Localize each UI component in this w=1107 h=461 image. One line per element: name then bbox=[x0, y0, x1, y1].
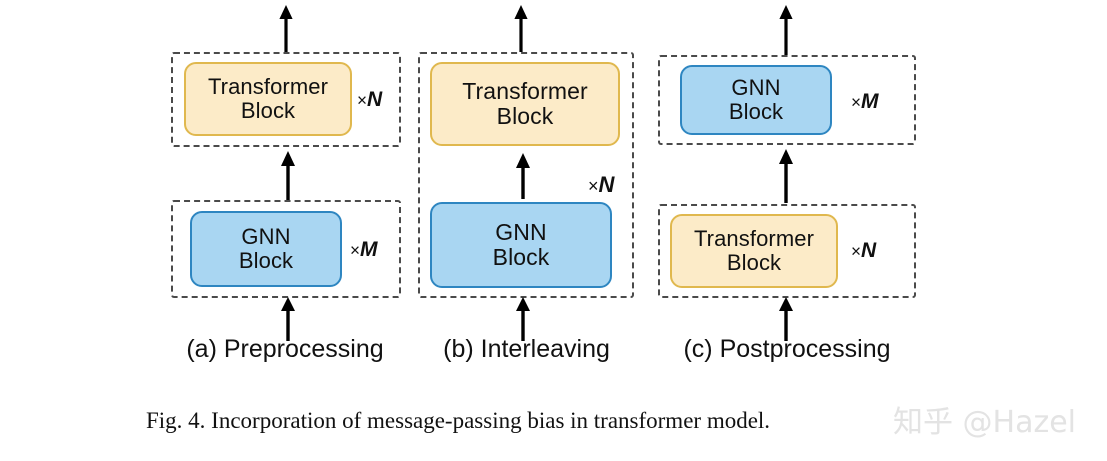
caption-postprocessing: (c) Postprocessing bbox=[683, 335, 891, 363]
block-label-line2: Block bbox=[238, 248, 294, 273]
input-arrow-a bbox=[281, 297, 295, 341]
block-transformer-a: Transformer Block bbox=[184, 62, 352, 136]
output-arrow-b bbox=[514, 5, 528, 53]
multiplier-symbol: × bbox=[350, 240, 361, 260]
block-gnn-b: GNN Block bbox=[430, 202, 612, 288]
flow-arrow-b-internal bbox=[516, 153, 530, 199]
block-label-line1: GNN bbox=[241, 224, 291, 250]
block-label-line1: Transformer bbox=[207, 74, 329, 100]
flow-arrow-a-internal bbox=[281, 151, 295, 201]
multiplier-symbol: × bbox=[588, 176, 599, 196]
multiplier-a-transformer: ×N bbox=[357, 88, 382, 112]
multiplier-count: M bbox=[360, 238, 378, 261]
block-label-line2: Block bbox=[726, 250, 782, 275]
multiplier-c-transformer: ×N bbox=[851, 239, 876, 263]
multiplier-c-gnn: ×M bbox=[851, 90, 879, 114]
multiplier-count: N bbox=[861, 239, 877, 262]
watermark-text: 知乎 @Hazel bbox=[893, 405, 1077, 440]
multiplier-count: N bbox=[367, 88, 383, 111]
multiplier-symbol: × bbox=[851, 241, 862, 261]
figure-caption: Fig. 4. Incorporation of message-passing… bbox=[146, 408, 771, 433]
block-label-line2: Block bbox=[240, 98, 296, 123]
block-gnn-a: GNN Block bbox=[190, 211, 342, 287]
multiplier-count: M bbox=[861, 90, 879, 113]
multiplier-symbol: × bbox=[851, 92, 862, 112]
block-label-line2: Block bbox=[728, 99, 784, 124]
block-label-line2: Block bbox=[492, 244, 550, 270]
block-transformer-c: Transformer Block bbox=[670, 214, 838, 288]
block-gnn-c: GNN Block bbox=[680, 65, 832, 135]
multiplier-b-combined: ×N bbox=[588, 172, 614, 198]
block-label-line1: Transformer bbox=[693, 226, 815, 252]
flow-arrow-c-internal bbox=[779, 149, 793, 203]
input-arrow-c bbox=[779, 297, 793, 341]
block-label-line1: GNN bbox=[731, 75, 781, 101]
multiplier-symbol: × bbox=[357, 90, 368, 110]
multiplier-a-gnn: ×M bbox=[350, 238, 378, 262]
block-label-line2: Block bbox=[496, 103, 554, 129]
block-transformer-b: Transformer Block bbox=[430, 62, 620, 146]
output-arrow-c bbox=[779, 5, 793, 55]
caption-interleaving: (b) Interleaving bbox=[443, 335, 610, 363]
input-arrow-b bbox=[516, 297, 530, 341]
multiplier-count: N bbox=[598, 172, 615, 197]
caption-preprocessing: (a) Preprocessing bbox=[186, 335, 384, 363]
output-arrow-a bbox=[279, 5, 293, 53]
block-label-line1: GNN bbox=[495, 219, 547, 246]
block-label-line1: Transformer bbox=[462, 78, 588, 105]
